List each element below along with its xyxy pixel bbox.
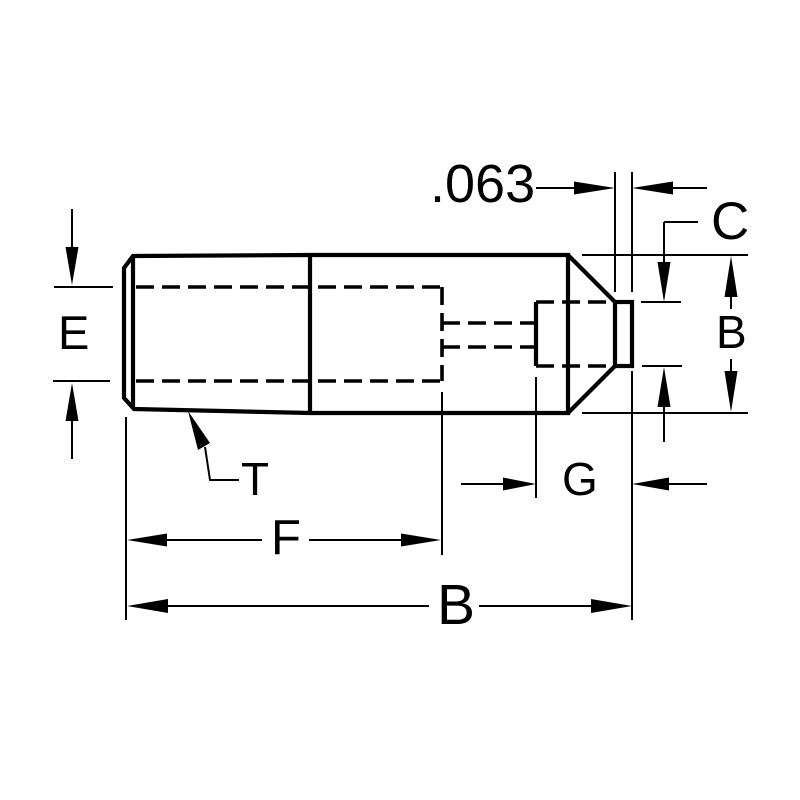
- thread-depth-arrow-left: [127, 533, 167, 547]
- body-dia-arrow-top: [724, 256, 738, 297]
- body-dia-arrow-bottom: [724, 371, 738, 412]
- pilot-dia-arrow-top: [657, 262, 671, 302]
- part-outline: [121, 252, 635, 416]
- pilot-tip: [612, 299, 635, 369]
- nose-arrow-right: [632, 477, 669, 491]
- taper-leader-arrow: [188, 411, 210, 450]
- leader-lines: [204, 221, 698, 481]
- overall-length-label: B: [437, 573, 476, 637]
- pilot-length-arrow-left: [574, 181, 615, 195]
- thread-depth-label: F: [271, 511, 301, 565]
- nose-arrow-left: [503, 477, 536, 491]
- hidden-lines: [136, 285, 613, 383]
- body-outline: [121, 252, 571, 416]
- pilot-diameter-label: C: [711, 192, 750, 251]
- pilot-length-arrow-right: [632, 181, 673, 195]
- overall-arrow-left: [127, 599, 168, 613]
- taper-label: T: [241, 453, 270, 505]
- body-diameter-label: B: [716, 306, 747, 358]
- pilot-length-label: .063: [430, 154, 536, 214]
- thread-depth-arrow-right: [401, 533, 441, 547]
- thread-label: E: [58, 306, 90, 359]
- nose-label: G: [562, 453, 598, 505]
- overall-arrow-right: [591, 599, 632, 613]
- nose-chamfer-bottom-line: [566, 364, 617, 415]
- nose-chamfer-top-line: [566, 253, 617, 304]
- thread-arrow-bottom: [65, 383, 79, 421]
- extension-lines: [53, 172, 748, 620]
- dimension-lines: [71, 187, 732, 607]
- arrowheads: [65, 181, 738, 613]
- taper-leader-line: [204, 446, 239, 481]
- pilot-dia-arrow-bottom: [657, 367, 671, 407]
- thread-arrow-top: [65, 247, 79, 285]
